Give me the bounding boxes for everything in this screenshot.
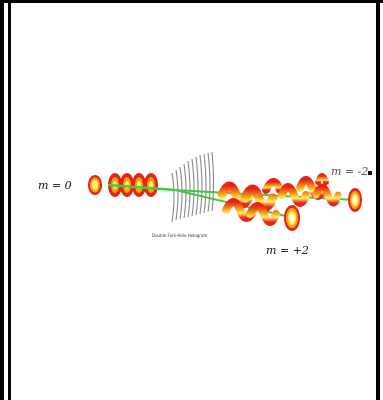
donut-profile-plus2 bbox=[284, 205, 300, 231]
helical-beam-plus2 bbox=[222, 182, 280, 222]
fork-hologram bbox=[172, 152, 214, 222]
marker-square bbox=[368, 171, 372, 175]
input-beam-profile bbox=[88, 175, 102, 195]
hologram-caption: Double Fork-Hole Hologram bbox=[152, 233, 207, 238]
label-m-zero: m = 0 bbox=[38, 179, 72, 192]
helical-beam-minus2 bbox=[282, 176, 338, 203]
donut-profile-minus2 bbox=[348, 188, 362, 212]
label-m-minus-two: m = -2 bbox=[331, 165, 368, 178]
label-m-plus-two: m = +2 bbox=[266, 244, 309, 257]
